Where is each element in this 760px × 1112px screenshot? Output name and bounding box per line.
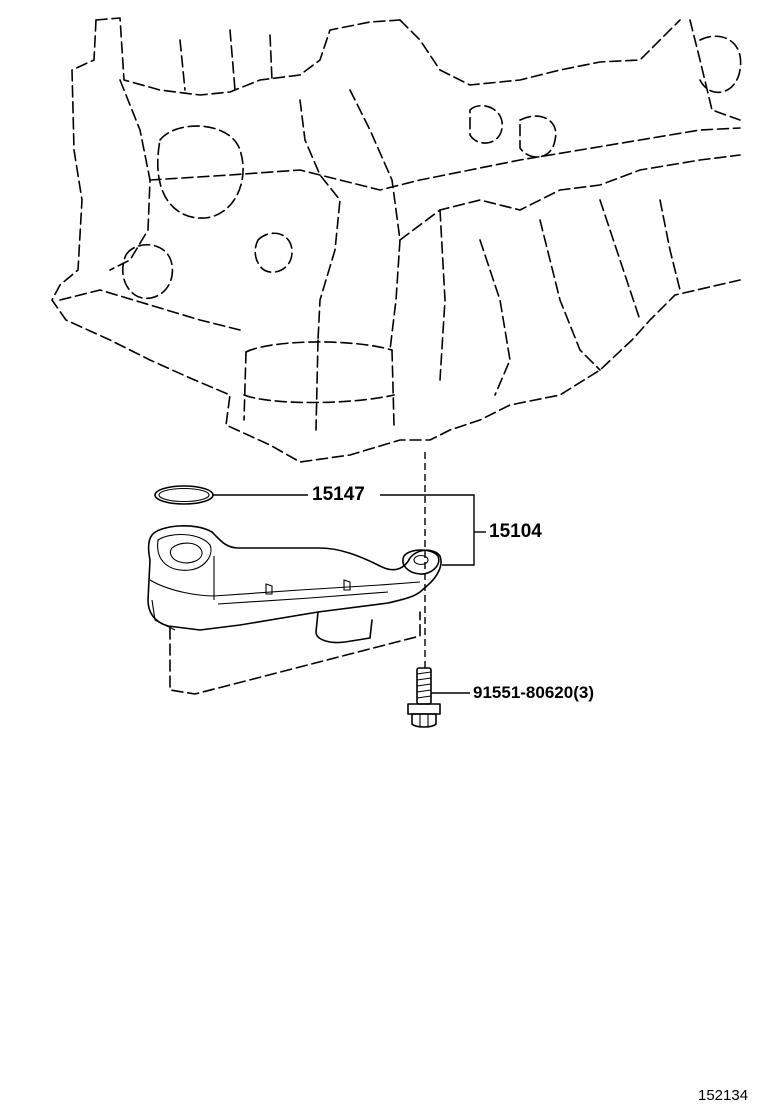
o-ring-gasket <box>154 485 214 505</box>
engine-block-outline <box>51 17 742 463</box>
callout-o-ring-part-number: 15147 <box>312 484 365 505</box>
flange-bolt <box>407 667 441 728</box>
leader-lines <box>213 494 486 694</box>
callout-bolt-part-number: 91551-80620(3) <box>473 683 594 702</box>
figure-number: 152134 <box>698 1087 749 1104</box>
callout-strainer-part-number: 15104 <box>489 521 542 542</box>
oil-strainer-assembly <box>147 525 442 695</box>
